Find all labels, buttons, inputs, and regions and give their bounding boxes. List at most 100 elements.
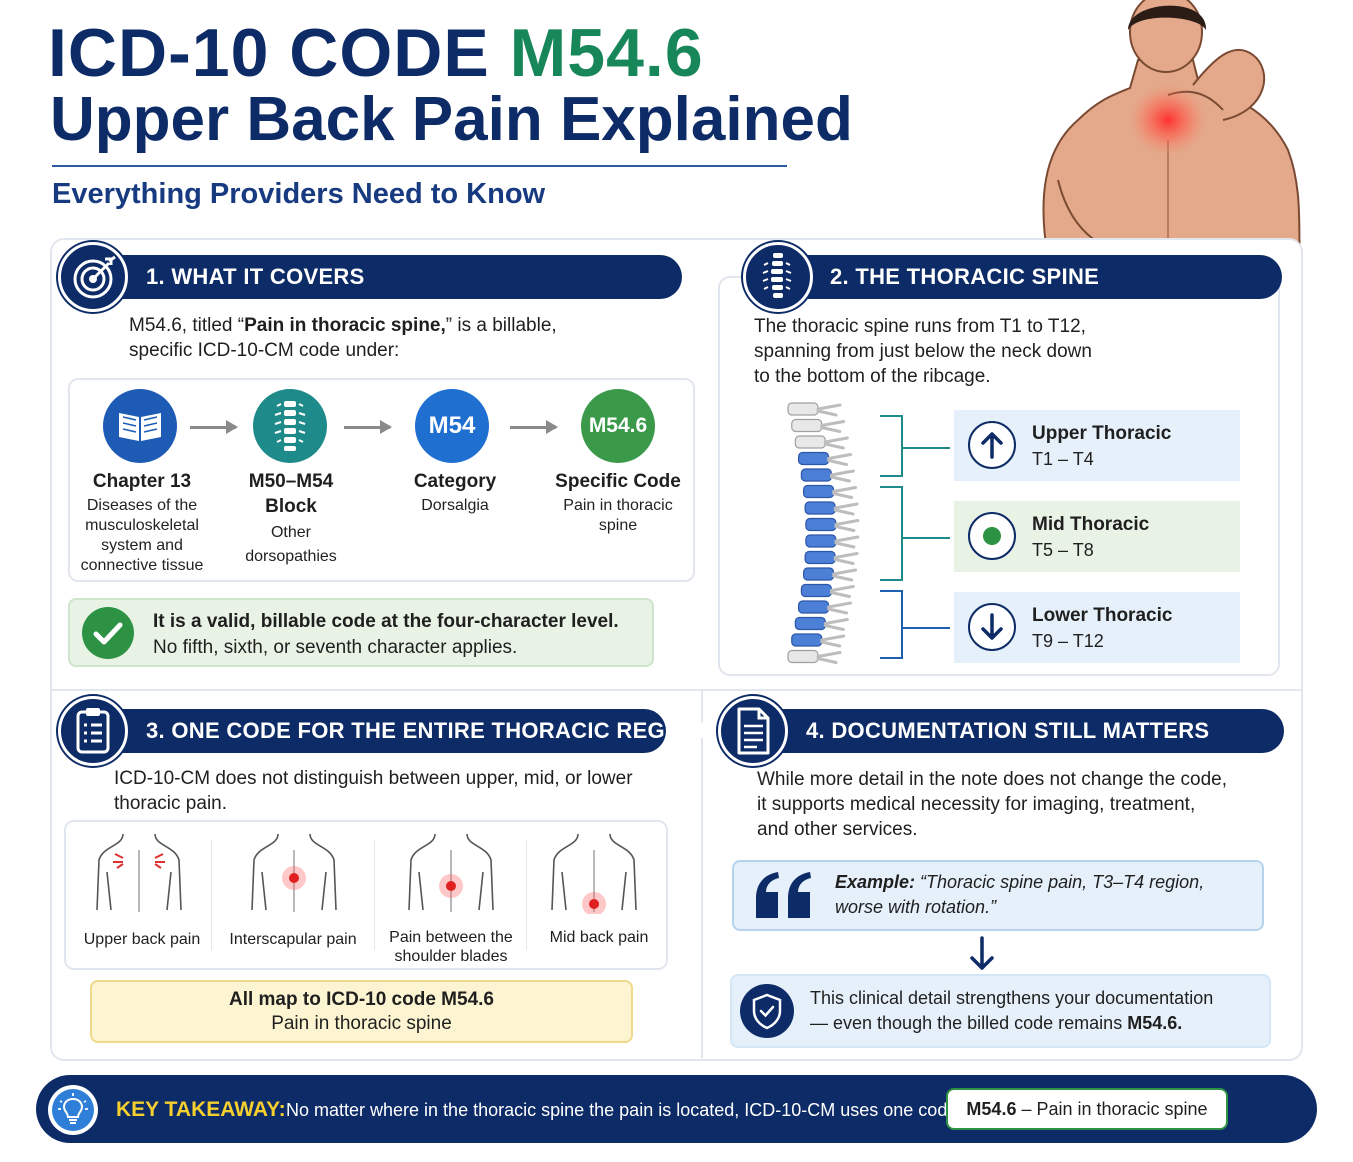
quote-icon — [756, 872, 811, 918]
region-lower-range: T9 – T12 — [1032, 631, 1104, 651]
vertebra — [787, 649, 819, 664]
step-chapter-desc: Diseases of the musculoskeletal system a… — [80, 497, 204, 574]
vertebra — [794, 616, 826, 631]
vertebra-process — [823, 436, 849, 450]
location-label-interscapular: Interscapular pain — [229, 931, 357, 948]
arrow-down-icon — [970, 936, 994, 970]
vertebra-process — [829, 585, 855, 598]
title-code: M54.6 — [509, 15, 704, 91]
vertebra — [791, 633, 823, 647]
section4-intro-line3: and other services. — [757, 819, 918, 840]
vertebra-process — [834, 535, 860, 549]
section1-intro-line1: M54.6, titled “Pain in thoracic spine,” … — [129, 313, 557, 338]
page-title-line2: Upper Back Pain Explained — [50, 85, 853, 154]
detail-text: — even though the billed code remains — [810, 1013, 1128, 1033]
key-takeaway-text: No matter where in the thoracic spine th… — [286, 1100, 963, 1120]
document-icon — [718, 696, 788, 766]
section1-heading: 1. WHAT IT COVERS — [78, 255, 682, 299]
book-icon — [103, 389, 177, 463]
documentation-benefit-callout — [730, 974, 1271, 1048]
detail-code: M54.6. — [1127, 1013, 1183, 1033]
vertebra-process — [832, 486, 858, 499]
takeaway-code-desc: – Pain in thoracic spine — [1016, 1099, 1208, 1119]
code-hierarchy-panel — [68, 378, 695, 582]
arrow-right-icon — [190, 420, 238, 434]
thoracic-spine-illustration — [787, 402, 860, 664]
section2-intro-line2: spanning from just below the neck down — [754, 341, 1092, 362]
spine-icon — [253, 389, 327, 463]
vertebra — [805, 517, 837, 532]
location-label-mid-back: Mid back pain — [549, 929, 649, 946]
upper-back-torso-icon — [96, 833, 182, 912]
page-subtitle: Everything Providers Need to Know — [52, 178, 546, 210]
region-upper-title: Upper Thoracic — [1032, 423, 1172, 444]
key-takeaway-code-box: M54.6 – Pain in thoracic spine — [946, 1088, 1228, 1130]
vertebra — [802, 567, 835, 581]
detail-line1: This clinical detail strengthens your do… — [810, 988, 1214, 1008]
example-line2: worse with rotation.” — [835, 897, 997, 917]
section4-intro-line2: it supports medical necessity for imagin… — [757, 794, 1196, 815]
location-label-shoulder-blades: Pain between the shoulder blades — [389, 929, 513, 965]
vertebra — [797, 600, 830, 614]
section2-intro-line1: The thoracic spine runs from T1 to T12, — [754, 316, 1086, 337]
vertebra — [804, 550, 836, 565]
mid-back-torso-icon — [551, 833, 637, 914]
upper-back-pain-illustration — [1042, 0, 1302, 258]
region-brackets — [880, 415, 950, 659]
vertebra-process — [820, 420, 846, 433]
arrow-right-icon — [344, 420, 392, 434]
section2-intro-line3: to the bottom of the ribcage. — [754, 366, 991, 387]
location-divider — [526, 840, 527, 950]
step-category-title: Category — [413, 471, 497, 492]
code-mapping-callout: All map to ICD-10 code M54.6 Pain in tho… — [90, 980, 633, 1043]
location-divider — [374, 840, 375, 950]
valid-code-callout — [68, 598, 654, 667]
location-divider — [211, 840, 212, 950]
intro-text-bold: Pain in thoracic spine, — [244, 315, 446, 336]
checkmark-icon — [82, 607, 134, 659]
mapping-line2: Pain in thoracic spine — [271, 1013, 452, 1034]
shoulder-blades-torso-icon — [408, 833, 494, 912]
step-category-desc: Dorsalgia — [421, 497, 489, 514]
lightbulb-icon — [52, 1089, 94, 1131]
vertebra-process — [816, 403, 842, 417]
step-specific-title: Specific Code — [555, 471, 681, 492]
vertebra — [791, 418, 823, 433]
vertebra — [805, 534, 837, 548]
example-text: “Thoracic spine pain, T3–T4 region, — [915, 872, 1205, 892]
location-label-upper-back: Upper back pain — [83, 931, 201, 948]
intro-text-b: ” is a billable, — [445, 315, 557, 336]
section3-intro-line1: ICD-10-CM does not distinguish between u… — [114, 768, 633, 789]
title-prefix: ICD-10 CODE — [48, 15, 510, 91]
vertebra — [800, 468, 832, 482]
vertebra — [804, 501, 836, 515]
vertebra-process — [832, 568, 858, 582]
page-title-line1: ICD-10 CODE M54.6 — [48, 14, 704, 92]
interscapular-torso-icon — [251, 833, 337, 912]
step-block-code: M50–M54 — [248, 471, 334, 492]
section1-intro-line2: specific ICD-10-CM code under: — [129, 340, 400, 361]
vertebra — [802, 484, 835, 499]
vertebra — [787, 402, 819, 416]
valid-code-statement: It is a valid, billable code at the four… — [153, 611, 619, 632]
specific-code-circle: M54.6 — [581, 389, 655, 463]
section4-heading: 4. DOCUMENTATION STILL MATTERS — [740, 709, 1284, 753]
category-code-circle: M54 — [415, 389, 489, 463]
vertebra-process — [827, 601, 853, 615]
section4-intro-line1: While more detail in the note does not c… — [757, 769, 1228, 790]
region-lower-title: Lower Thoracic — [1032, 605, 1173, 626]
title-divider — [52, 165, 787, 167]
target-icon — [58, 242, 128, 312]
vertebra-process — [827, 453, 853, 466]
section-divider-vertical — [701, 690, 703, 1058]
clipboard-icon — [58, 696, 128, 766]
section3-intro-line2: thoracic pain. — [114, 793, 228, 814]
step-block-title: Block — [265, 496, 317, 517]
valid-code-note: No fifth, sixth, or seventh character ap… — [153, 637, 518, 658]
step-block-desc: Other dorsopathies — [245, 524, 337, 565]
vertebra-process — [823, 618, 849, 631]
documentation-example-callout — [732, 860, 1264, 931]
target-dot-icon — [968, 512, 1016, 560]
pain-location-panel — [64, 820, 668, 970]
arrow-right-icon — [510, 420, 558, 434]
